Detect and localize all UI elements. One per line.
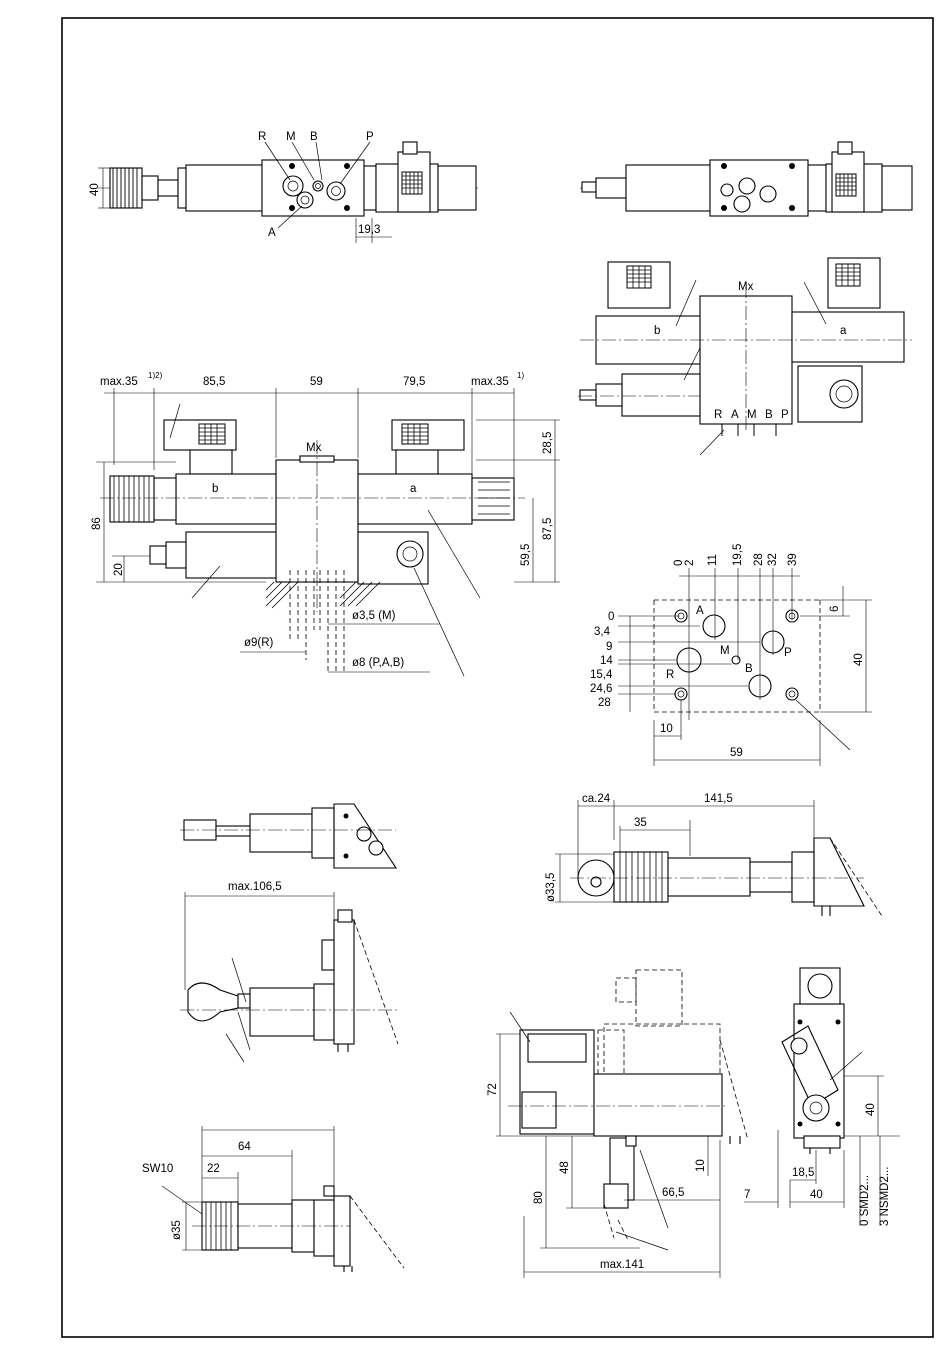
front-label-a: a <box>410 483 417 495</box>
front-label-b: b <box>212 483 218 495</box>
dim-max-141: max.141 <box>600 1259 644 1271</box>
dim-59-5: 59,5 <box>520 544 532 566</box>
dim-40-width: 40 <box>810 1189 823 1201</box>
port-label-A: A <box>268 227 276 239</box>
dim-d3-5-M: ø3,5 (M) <box>352 610 396 622</box>
knob-view: 64 22 SW10 ø35 <box>142 1126 404 1272</box>
ydim-14: 14 <box>600 655 613 667</box>
ydim-9: 9 <box>606 641 612 653</box>
xdim-32: 32 <box>767 553 779 566</box>
dim-18-5: 18,5 <box>792 1167 814 1179</box>
pp-port-P: P <box>784 647 792 659</box>
variant-smd: 0 SMD2... <box>859 1175 871 1226</box>
dim-40-height: 40 <box>865 1103 877 1116</box>
ydim-3-4: 3,4 <box>594 626 611 638</box>
iso-port-P: P <box>781 409 789 421</box>
xdim-28: 28 <box>753 553 765 566</box>
front-view: max.35 1)2) 85,5 59 79,5 max.35 1) Mx <box>91 371 560 676</box>
variant-nsmd: 3 NSMD2... <box>879 1167 891 1226</box>
dim-max-left: max.35 <box>100 376 138 388</box>
dim-87-5: 87,5 <box>542 518 554 540</box>
pp-port-R: R <box>666 669 674 681</box>
top-left-view: 40 19,3 R M B P A <box>89 131 478 243</box>
dim-64: 64 <box>238 1141 251 1153</box>
iso-port-M: M <box>747 409 757 421</box>
pp-dim-59: 59 <box>730 747 743 759</box>
pp-dim-6: 6 <box>829 606 841 612</box>
dim-max-right: max.35 <box>471 376 509 388</box>
ydim-24-6: 24,6 <box>590 683 612 695</box>
dim-85-5: 85,5 <box>203 376 225 388</box>
offset-dim-19-3: 19,3 <box>358 224 380 236</box>
dim-20: 20 <box>113 563 125 576</box>
dim-141-5: 141,5 <box>704 793 733 805</box>
dim-d33-5: ø33,5 <box>545 873 557 902</box>
port-label-P: P <box>366 131 374 143</box>
port-label-B: B <box>310 131 318 143</box>
ydim-0: 0 <box>608 611 614 623</box>
side-view: 72 80 48 10 66,5 max.141 <box>487 970 748 1278</box>
dim-86: 86 <box>91 517 103 530</box>
ydim-15-4: 15,4 <box>590 669 613 681</box>
dim-d8-PAB: ø8 (P,A,B) <box>352 657 404 669</box>
dim-66-5: 66,5 <box>662 1187 684 1199</box>
dim-ca-24: ca.24 <box>582 793 611 805</box>
iso-port-A: A <box>731 409 739 421</box>
dim-28-5: 28,5 <box>542 432 554 454</box>
iso-port-B: B <box>765 409 773 421</box>
pp-port-A: A <box>696 605 704 617</box>
port-label-M: M <box>286 131 296 143</box>
handwheel-view: ca.24 141,5 35 ø33,5 <box>545 793 882 916</box>
dim-max-left-note: 1)2) <box>148 371 163 380</box>
dim-10-side: 10 <box>695 1159 707 1172</box>
xdim-39: 39 <box>787 553 799 566</box>
dim-80: 80 <box>533 1191 545 1204</box>
ydim-28: 28 <box>598 697 611 709</box>
top-right-view <box>580 142 912 216</box>
dim-sw10: SW10 <box>142 1163 173 1175</box>
isometric-view: Mx b a R A M B P <box>578 258 912 455</box>
dim-59: 59 <box>310 376 323 388</box>
pp-dim-40: 40 <box>853 653 865 666</box>
iso-label-a: a <box>840 325 847 337</box>
dim-22: 22 <box>207 1163 220 1175</box>
lever-small-view <box>180 804 396 868</box>
dim-79-5: 79,5 <box>403 376 425 388</box>
iso-label-mx: Mx <box>738 281 754 293</box>
dim-d9-R: ø9(R) <box>244 637 274 649</box>
dim-d35: ø35 <box>171 1220 183 1240</box>
dim-35-hw: 35 <box>634 817 647 829</box>
xdim-19-5: 19,5 <box>732 544 744 566</box>
dim-7: 7 <box>744 1189 750 1201</box>
dim-max-106-5: max.106,5 <box>228 881 282 893</box>
front-label-mx: Mx <box>306 442 322 454</box>
pp-dim-10: 10 <box>660 723 673 735</box>
end-view: 7 18,5 40 40 0 SMD2... 3 NSMD2... <box>744 968 900 1226</box>
iso-port-R: R <box>714 409 722 421</box>
pp-port-B: B <box>745 663 753 675</box>
height-dim-40: 40 <box>89 183 101 196</box>
iso-label-b: b <box>654 325 660 337</box>
dim-48: 48 <box>559 1161 571 1174</box>
pp-port-M: M <box>720 645 730 657</box>
xdim-2: 2 <box>684 560 696 566</box>
lever-view: max.106,5 <box>180 881 398 1062</box>
xdim-11: 11 <box>707 554 719 566</box>
port-pattern-view: 0 2 11 19,5 28 32 39 0 3,4 9 14 15,4 24,… <box>590 544 872 766</box>
dim-max-right-note: 1) <box>517 371 524 380</box>
dim-72: 72 <box>487 1083 499 1096</box>
port-label-R: R <box>258 131 266 143</box>
